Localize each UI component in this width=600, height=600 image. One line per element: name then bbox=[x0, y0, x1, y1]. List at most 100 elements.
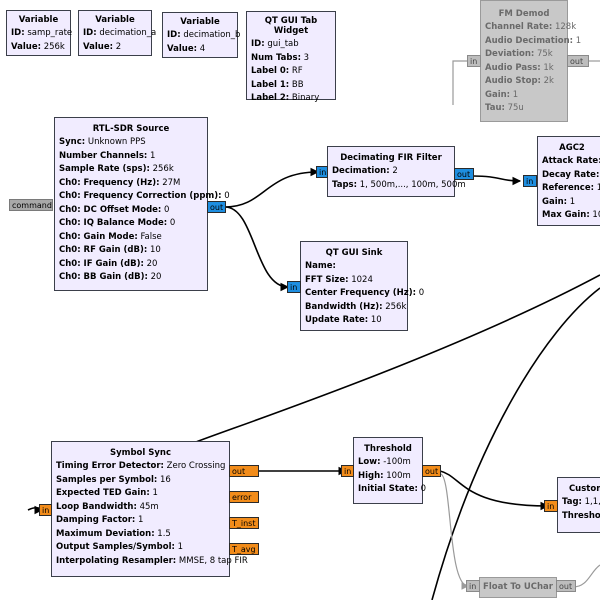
port-threshold-out[interactable]: out bbox=[422, 465, 441, 477]
block-title: Float To UChar bbox=[483, 582, 553, 592]
param-row: Ch0: IQ Balance Mode: 0 bbox=[59, 218, 176, 228]
block-title: Variable bbox=[180, 17, 220, 27]
param-row: Audio Pass: 1k bbox=[485, 62, 554, 73]
arrowhead-sink-in bbox=[280, 282, 290, 292]
port-symsync-in[interactable]: in bbox=[39, 504, 52, 516]
param-row: Damping Factor: 1 bbox=[56, 515, 144, 525]
disabled-connection-fm-in bbox=[452, 60, 468, 105]
param-row: ID: gui_tab bbox=[251, 39, 299, 49]
param-row: Decay Rate: 10 bbox=[542, 169, 600, 180]
param-row: Interpolating Resampler: MMSE, 8 tap FIR bbox=[56, 555, 248, 566]
port-symsync-error[interactable]: error bbox=[229, 491, 259, 503]
block-variable-decimation-a[interactable]: Variable ID: decimation_a Value: 2 bbox=[78, 10, 157, 56]
param-row: Samples per Symbol: 16 bbox=[56, 474, 171, 485]
param-row: Deviation: 75k bbox=[485, 49, 553, 59]
port-symsync-t-avg[interactable]: T_avg bbox=[229, 543, 259, 555]
port-rtl-command[interactable]: command bbox=[9, 199, 53, 211]
block-title: Symbol Sync bbox=[109, 448, 172, 458]
block-title: QT GUI Tab Widget bbox=[264, 16, 318, 36]
block-title: RTL-SDR Source bbox=[92, 124, 170, 134]
block-symbol-sync[interactable]: Symbol Sync Timing Error Detector: Zero … bbox=[51, 441, 248, 577]
block-threshold[interactable]: Threshold Low: -100m High: 100m Initial … bbox=[353, 437, 426, 504]
block-title: Variable bbox=[95, 15, 135, 25]
param-row: Loop Bandwidth: 45m bbox=[56, 501, 159, 512]
block-custom[interactable]: Custom Tag: 1,1,1 Threshold bbox=[557, 477, 600, 533]
connection-rtl-to-fir bbox=[224, 171, 319, 208]
param-row: Gain: 1 bbox=[542, 196, 576, 207]
param-row: Tag: 1,1,1 bbox=[562, 497, 600, 507]
param-row: Audio Decimation: 1 bbox=[485, 35, 582, 46]
param-row: Value: 2 bbox=[83, 41, 122, 52]
connection-rtl-to-sink bbox=[224, 206, 289, 288]
param-row: High: 100m bbox=[358, 470, 411, 481]
param-row: Max Gain: 100 bbox=[542, 210, 600, 220]
param-row: ID: decimation_b bbox=[167, 30, 241, 40]
block-title: FM Demod bbox=[498, 9, 550, 19]
port-fm-demod-in[interactable]: in bbox=[467, 55, 481, 67]
block-title: Decimating FIR Filter bbox=[340, 153, 442, 163]
block-variable-decimation-b[interactable]: Variable ID: decimation_b Value: 4 bbox=[162, 12, 241, 58]
port-floatuchar-out[interactable]: out bbox=[556, 580, 576, 592]
block-variable-samp-rate[interactable]: Variable ID: samp_rate Value: 256k bbox=[6, 10, 73, 56]
param-row: Bandwidth (Hz): 256k bbox=[305, 301, 407, 312]
port-fir-in[interactable]: in bbox=[316, 166, 328, 178]
param-row: Num Tabs: 3 bbox=[251, 52, 310, 63]
block-title: Threshold bbox=[364, 444, 412, 454]
port-rtl-out[interactable]: out bbox=[207, 201, 226, 213]
param-row: Attack Rate: 10 bbox=[542, 156, 600, 166]
arrowhead-fir-in bbox=[310, 167, 320, 177]
param-row: Name: bbox=[305, 261, 336, 271]
param-row: Ch0: Gain Mode: False bbox=[59, 231, 162, 242]
block-title: Variable bbox=[18, 15, 59, 25]
param-row: Sync: Unknown PPS bbox=[59, 137, 146, 147]
port-fir-out[interactable]: out bbox=[454, 168, 474, 180]
arrowhead-symsync-in bbox=[34, 505, 44, 515]
param-row: Threshold bbox=[562, 510, 600, 521]
param-row: Center Frequency (Hz): 0 bbox=[305, 288, 425, 298]
param-row: Taps: 1, 500m,..., 100m, 500m bbox=[332, 179, 466, 190]
param-row: Tau: 75u bbox=[485, 103, 524, 113]
block-fm-demod[interactable]: FM Demod Channel Rate: 128k Audio Decima… bbox=[480, 0, 582, 122]
port-symsync-out[interactable]: out bbox=[229, 465, 259, 477]
block-decimating-fir-filter[interactable]: Decimating FIR Filter Decimation: 2 Taps… bbox=[327, 146, 466, 197]
param-row: Ch0: Frequency Correction (ppm): 0 bbox=[59, 191, 230, 201]
block-qt-gui-tab-widget[interactable]: QT GUI Tab Widget ID: gui_tab Num Tabs: … bbox=[246, 11, 336, 103]
param-row: Value: 4 bbox=[167, 43, 206, 54]
param-row: Sample Rate (sps): 256k bbox=[59, 164, 174, 174]
block-title: QT GUI Sink bbox=[325, 248, 383, 258]
block-title: AGC2 bbox=[559, 143, 585, 153]
port-symsync-t-inst[interactable]: T_inst bbox=[229, 517, 259, 529]
param-row: Ch0: Frequency (Hz): 27M bbox=[59, 177, 181, 188]
param-row: ID: decimation_a bbox=[83, 28, 157, 38]
disabled-connection-floatuchar-out bbox=[572, 564, 600, 588]
param-row: FFT Size: 1024 bbox=[305, 274, 373, 285]
port-qt-sink-in[interactable]: in bbox=[287, 281, 301, 293]
param-row: Update Rate: 10 bbox=[305, 315, 382, 325]
param-row: Timing Error Detector: Zero Crossing bbox=[56, 461, 226, 471]
param-row: Audio Stop: 2k bbox=[485, 76, 554, 86]
block-float-to-uchar[interactable]: Float To UChar bbox=[479, 577, 557, 598]
port-custom-in[interactable]: in bbox=[544, 500, 558, 512]
param-row: Ch0: BB Gain (dB): 20 bbox=[59, 272, 162, 282]
block-qt-gui-sink[interactable]: QT GUI Sink Name: FFT Size: 1024 Center … bbox=[300, 241, 425, 331]
port-floatuchar-in[interactable]: in bbox=[466, 580, 480, 592]
param-row: Initial State: 0 bbox=[358, 484, 426, 494]
param-row: Gain: 1 bbox=[485, 89, 519, 100]
param-row: Decimation: 2 bbox=[332, 166, 398, 176]
block-rtl-sdr-source[interactable]: RTL-SDR Source Sync: Unknown PPS Number … bbox=[54, 117, 230, 291]
param-row: Value: 256k bbox=[11, 41, 65, 52]
connection-agc-to-symsync bbox=[195, 274, 600, 443]
port-threshold-in[interactable]: in bbox=[341, 465, 354, 477]
port-agc2-in[interactable]: in bbox=[523, 175, 537, 187]
param-row: Expected TED Gain: 1 bbox=[56, 488, 158, 498]
param-row: Low: -100m bbox=[358, 457, 411, 467]
param-row: ID: samp_rate bbox=[11, 28, 73, 38]
param-row: Output Samples/Symbol: 1 bbox=[56, 542, 184, 552]
arrowhead-floatuchar-in bbox=[461, 582, 470, 590]
param-row: Label 2: Binary bbox=[251, 93, 320, 103]
param-row: Channel Rate: 128k bbox=[485, 22, 577, 32]
port-fm-demod-out[interactable]: out bbox=[567, 55, 589, 67]
param-row: Ch0: IF Gain (dB): 20 bbox=[59, 258, 158, 269]
block-agc2[interactable]: AGC2 Attack Rate: 10 Decay Rate: 10 Refe… bbox=[537, 136, 600, 226]
